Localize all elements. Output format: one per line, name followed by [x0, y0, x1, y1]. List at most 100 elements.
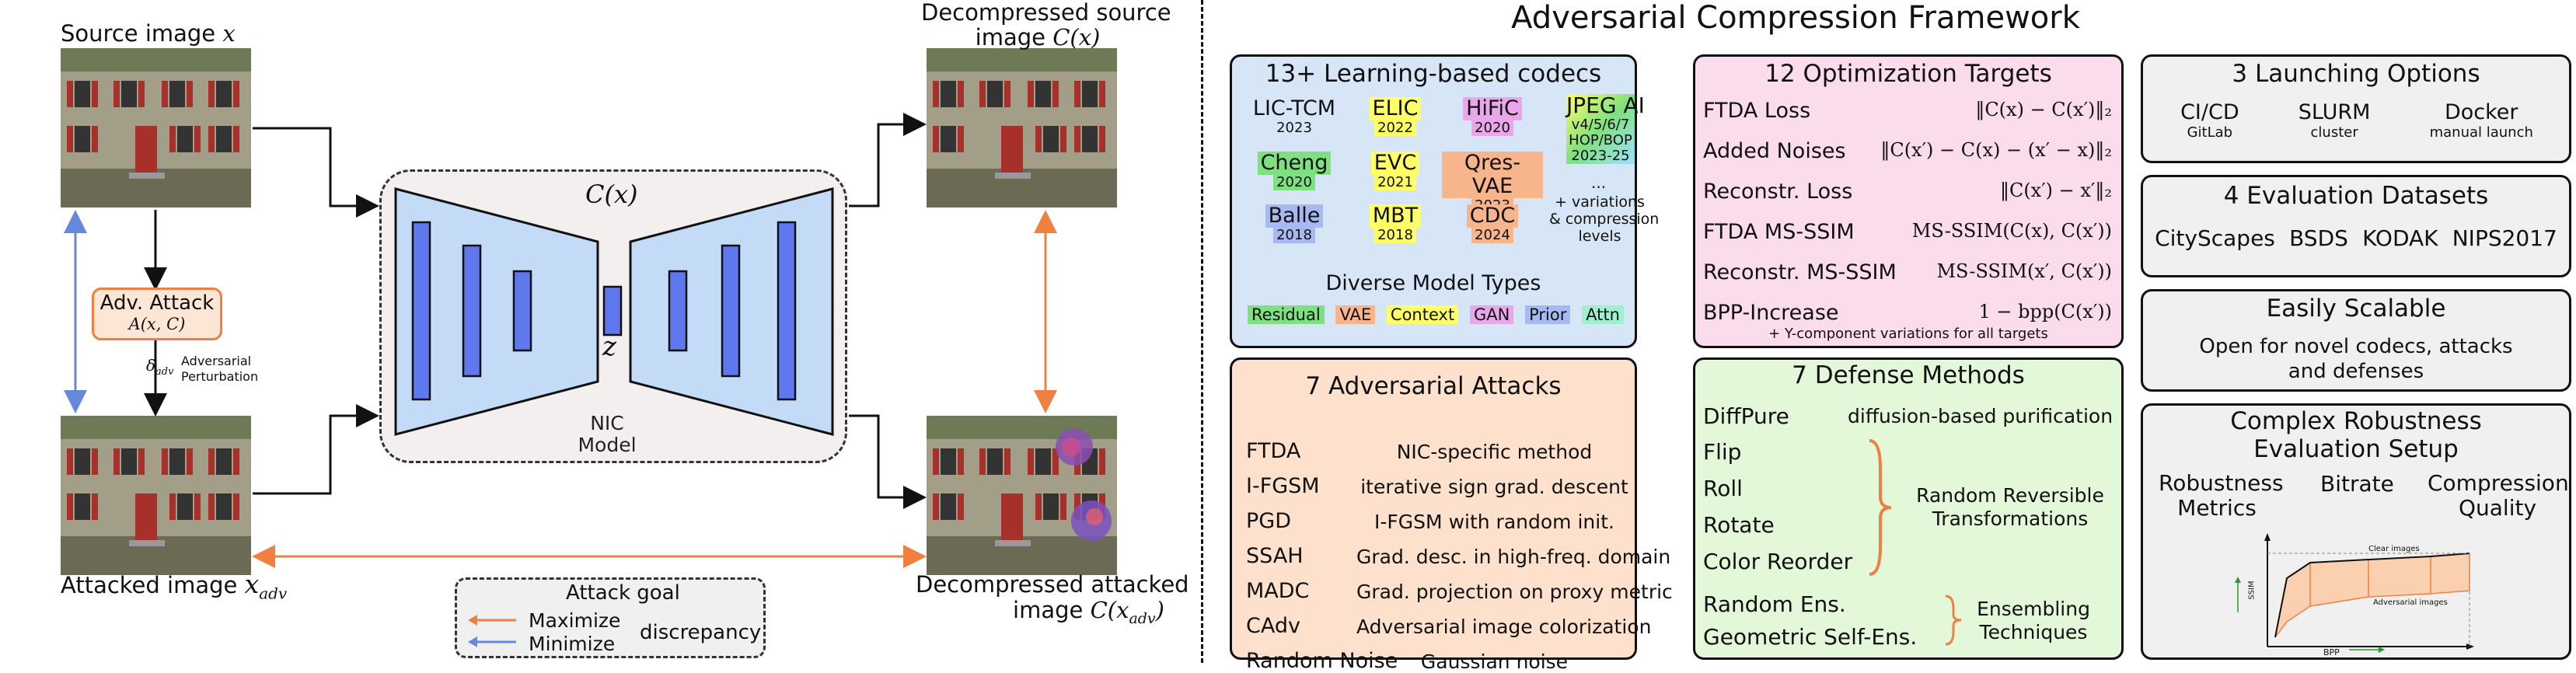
transforms-brace	[1869, 439, 1892, 576]
attack-desc: Grad. desc. in high-freq. domain	[1356, 546, 1671, 568]
codec-year: 2021	[1374, 175, 1416, 190]
scalable-panel: Easily Scalable Open for novel codecs, a…	[2141, 289, 2571, 392]
legend-title: Attack goal	[566, 581, 680, 605]
legend-arrows	[468, 615, 516, 647]
target-name: FTDA MS-SSIM	[1703, 220, 1855, 244]
launch-option-name: Docker	[2444, 100, 2518, 124]
defense-transform: Rotate	[1703, 512, 1775, 538]
chart-clear-label: Clear images	[2368, 545, 2420, 553]
launch-option-sub: GitLab	[2187, 124, 2233, 141]
codec-name: MBT	[1369, 204, 1422, 228]
attack-desc: NIC-specific method	[1396, 441, 1593, 463]
latent-block	[602, 285, 623, 336]
codec-name: LIC-TCM	[1252, 96, 1336, 120]
latent-label: z	[602, 331, 616, 362]
attack-desc: Gaussian noise	[1420, 650, 1569, 673]
codec-item: Qres-VAE2023	[1442, 152, 1543, 214]
launch-option-name: SLURM	[2298, 100, 2371, 124]
codec-name: ELIC	[1369, 97, 1422, 120]
codec-name: EVC	[1370, 152, 1420, 175]
source-image-label: Source image x	[61, 20, 236, 47]
encoder-shape	[394, 187, 599, 436]
attack-name: CAdv	[1246, 614, 1300, 638]
codec-name: HiFiC	[1463, 97, 1522, 120]
launch-option-name: CI/CD	[2180, 100, 2239, 124]
target-name: Added Noises	[1703, 139, 1846, 163]
codec-year: 2020	[1273, 175, 1315, 190]
scalable-line2: and defenses	[2288, 360, 2424, 383]
scalable-title: Easily Scalable	[2266, 295, 2446, 323]
datasets-title: 4 Evaluation Datasets	[2223, 182, 2489, 210]
codec-year: 2024	[1471, 228, 1513, 243]
model-formula: C(x)	[585, 180, 638, 209]
attack-desc: Grad. projection on proxy metric	[1356, 581, 1673, 603]
dataset-item: NIPS2017	[2452, 225, 2557, 251]
legend-discrepancy: discrepancy	[640, 621, 762, 644]
defense-ensemble: Random Ens.	[1703, 591, 1846, 617]
attack-goal-legend: Attack goal Maximize Minimize discrepanc…	[455, 577, 766, 658]
codec-year: 2022	[1374, 120, 1416, 136]
model-type-chip: Prior	[1525, 305, 1571, 324]
model-types-title: Diverse Model Types	[1325, 271, 1541, 295]
page-title: Adversarial Compression Framework	[1511, 0, 2080, 36]
dataset-item: KODAK	[2362, 225, 2438, 251]
defense-transform: Color Reorder	[1703, 549, 1853, 574]
chart-ylabel: SSIM	[2247, 581, 2257, 600]
attack-name: I-FGSM	[1246, 474, 1320, 498]
decompressed-source-label: Decompressed source image C(x)	[921, 0, 1171, 51]
attack-desc: Adversarial image colorization	[1356, 615, 1652, 638]
model-type-chip: Attn	[1582, 305, 1624, 324]
target-formula: 1 − bpp(C(x′))	[1978, 301, 2112, 323]
chart-adv-label: Adversarial images	[2373, 598, 2448, 607]
model-type-chip: GAN	[1469, 305, 1514, 324]
target-name: FTDA Loss	[1703, 99, 1811, 123]
attack-name: FTDA	[1246, 439, 1301, 463]
target-formula: MS-SSIM(x′, C(x′))	[1936, 260, 2112, 282]
robustness-chart	[2264, 533, 2474, 650]
section-divider	[1201, 0, 1203, 663]
ensembles-brace	[1945, 595, 1962, 646]
attack-name: SSAH	[1246, 544, 1304, 568]
adv-attack-title: Adv. Attack	[99, 291, 215, 315]
target-name: Reconstr. MS-SSIM	[1703, 260, 1897, 284]
adv-attack-formula: A(x, C)	[128, 315, 186, 333]
model-type-chip: VAE	[1335, 305, 1376, 324]
defense-transform: Flip	[1703, 439, 1742, 465]
delta-label: δadv	[146, 356, 174, 378]
jpeg-ai-chip: JPEG AI v4/5/6/7 HOP/BOP 2023-25	[1566, 92, 1645, 164]
ssim-arrow	[2235, 577, 2241, 612]
defense-transform: Roll	[1703, 476, 1743, 501]
launch-option-sub: cluster	[2310, 124, 2358, 141]
decompressed-attacked-label: Decompressed attacked image C(xadv)	[916, 571, 1189, 627]
launching-title: 3 Launching Options	[2232, 60, 2480, 88]
target-name: Reconstr. Loss	[1703, 180, 1853, 204]
model-type-chip: Context	[1386, 305, 1459, 324]
target-formula: MS-SSIM(C(x), C(x′))	[1911, 220, 2112, 242]
defense-diffpure: DiffPure	[1703, 403, 1789, 429]
defense-diffpure-desc: diffusion-based purification	[1848, 405, 2114, 427]
defenses-title: 7 Defense Methods	[1792, 361, 2025, 389]
attacked-image-label: Attacked image xadv	[61, 569, 288, 603]
attack-desc: I-FGSM with random init.	[1374, 511, 1614, 533]
target-name: BPP-Increase	[1703, 301, 1839, 325]
codec-year: 2020	[1471, 120, 1513, 136]
adv-attack-box: Adv. Attack A(x, C)	[92, 288, 222, 340]
